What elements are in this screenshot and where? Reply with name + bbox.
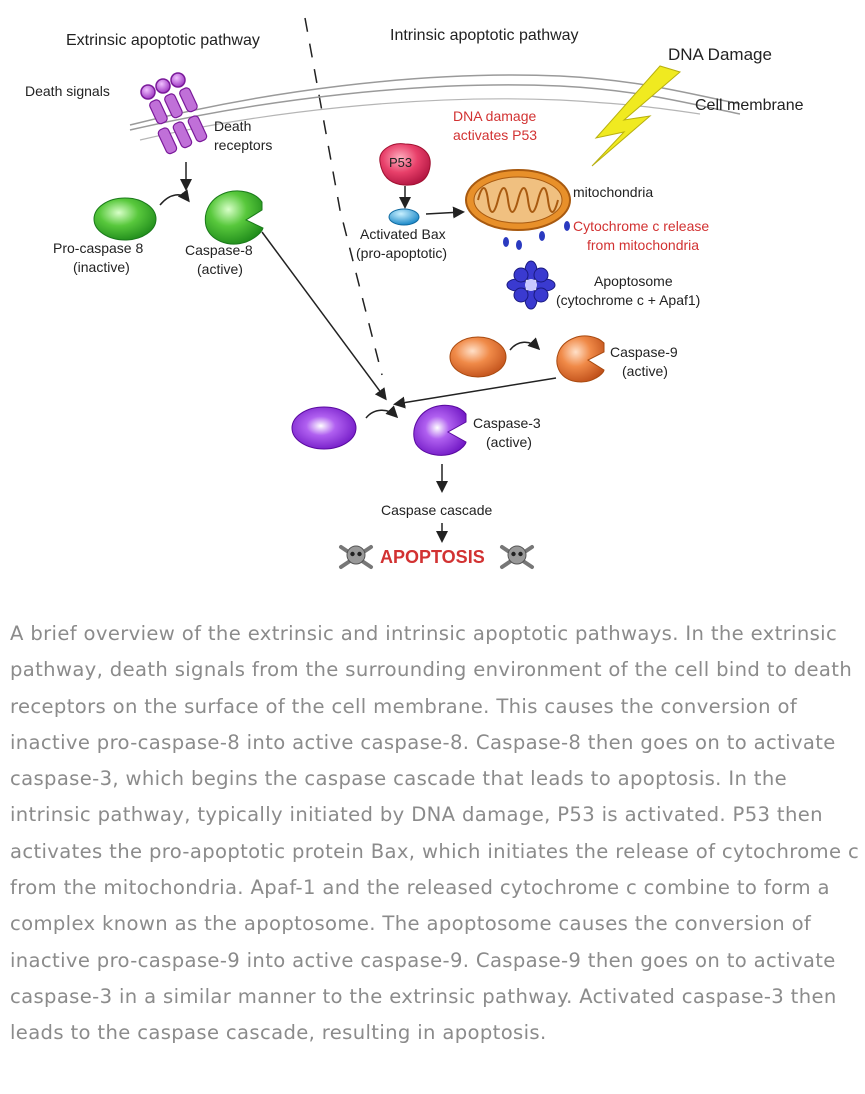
procaspase9-shape [449,336,507,378]
caspase8-to-caspase3-arrow [261,231,387,401]
cell-membrane-label: Cell membrane [695,97,804,114]
bax-shape [388,208,420,226]
procaspase3-shape [291,406,357,450]
lightning-bolt-icon [591,65,682,167]
cyto-release-label-2: from mitochondria [587,237,699,253]
extrinsic-title: Extrinsic apoptotic pathway [66,32,260,49]
caspase8-label-1: Caspase-8 [185,242,253,258]
apoptosome-label-2: (cytochrome c + Apaf1) [556,292,700,308]
death-receptors-label-1: Death [214,118,251,134]
apoptosis-label: APOPTOSIS [380,547,485,567]
apoptosome-shape [506,260,556,310]
skull-icon-left [339,545,373,569]
procaspase8-shape [93,197,157,241]
p53-shape [379,143,431,186]
procaspase8-conversion-arrow [159,189,190,206]
p53-label: P53 [389,155,412,170]
procaspase9-conversion-arrow [509,337,541,351]
figure-caption: A brief overview of the extrinsic and in… [10,622,860,1045]
caspase3-label-2: (active) [486,434,532,450]
apoptosis-pathway-diagram: Extrinsic apoptotic pathway Intrinsic ap… [25,17,804,569]
cytochrome-c-dots [503,221,570,250]
caspase3-shape [413,404,467,456]
mitochondria-label: mitochondria [573,184,653,200]
bax-to-mitochondria-arrow [425,206,465,219]
death-signals-label: Death signals [25,83,110,99]
pathway-divider [304,17,383,376]
caspase9-label-1: Caspase-9 [610,344,678,360]
activated-bax-label-1: Activated Bax [360,226,446,242]
caspase3-label-1: Caspase-3 [473,415,541,431]
caspase8-shape [204,190,264,245]
caspase9-label-2: (active) [622,363,668,379]
procaspase8-label-1: Pro-caspase 8 [53,240,143,256]
intrinsic-title: Intrinsic apoptotic pathway [390,27,579,44]
cyto-release-label-1: Cytochrome c release [573,218,709,234]
dna-activates-label-1: DNA damage [453,108,536,124]
dna-damage-label: DNA Damage [668,45,772,64]
caspase-cascade-label: Caspase cascade [381,502,493,518]
procaspase8-label-2: (inactive) [73,259,130,275]
caspase9-shape [556,335,605,383]
caspase9-to-caspase3-arrow [393,377,557,409]
dna-activates-label-2: activates P53 [453,127,537,143]
activated-bax-label-2: (pro-apoptotic) [356,245,447,261]
death-receptors [140,72,208,155]
death-receptors-label-2: receptors [214,137,272,153]
skull-icon-right [500,545,534,569]
caspase8-label-2: (active) [197,261,243,277]
cell-membrane [129,74,741,141]
mitochondria-shape [465,169,571,231]
apoptosome-label-1: Apoptosome [594,273,673,289]
procaspase3-conversion-arrow [365,405,399,419]
